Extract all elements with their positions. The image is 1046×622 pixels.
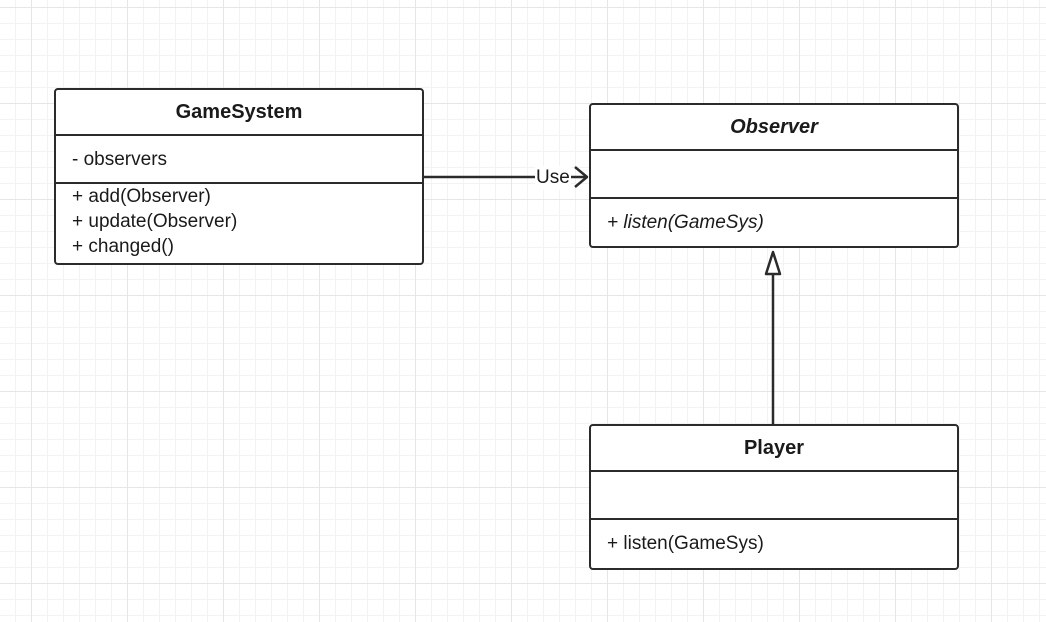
class-observer-operations: + listen(GameSys) xyxy=(591,199,957,245)
class-observer-attributes xyxy=(591,151,957,199)
class-observer-name: Observer xyxy=(591,105,957,151)
attribute-observers: - observers xyxy=(72,148,168,170)
class-gamesystem-name: GameSystem xyxy=(56,90,422,136)
operation-changed: + changed() xyxy=(72,236,174,257)
operation-listen: + listen(GameSys) xyxy=(607,211,764,233)
hollow-triangle-arrowhead-icon xyxy=(764,250,782,276)
class-player-attributes xyxy=(591,472,957,520)
class-gamesystem-operations: + add(Observer) + update(Observer) + cha… xyxy=(56,184,422,259)
operation-add: + add(Observer) xyxy=(72,186,211,207)
class-gamesystem-attributes: - observers xyxy=(56,136,422,184)
open-arrowhead-icon xyxy=(574,166,589,188)
operation-update: + update(Observer) xyxy=(72,211,238,232)
generalization-edge[interactable] xyxy=(764,250,782,424)
class-gamesystem[interactable]: GameSystem - observers + add(Observer) +… xyxy=(54,88,424,265)
use-edge-label: Use xyxy=(535,166,571,190)
class-observer[interactable]: Observer + listen(GameSys) xyxy=(589,103,959,248)
class-player-name: Player xyxy=(591,426,957,472)
class-player-operations: + listen(GameSys) xyxy=(591,520,957,567)
class-player[interactable]: Player + listen(GameSys) xyxy=(589,424,959,570)
operation-listen: + listen(GameSys) xyxy=(607,533,764,554)
